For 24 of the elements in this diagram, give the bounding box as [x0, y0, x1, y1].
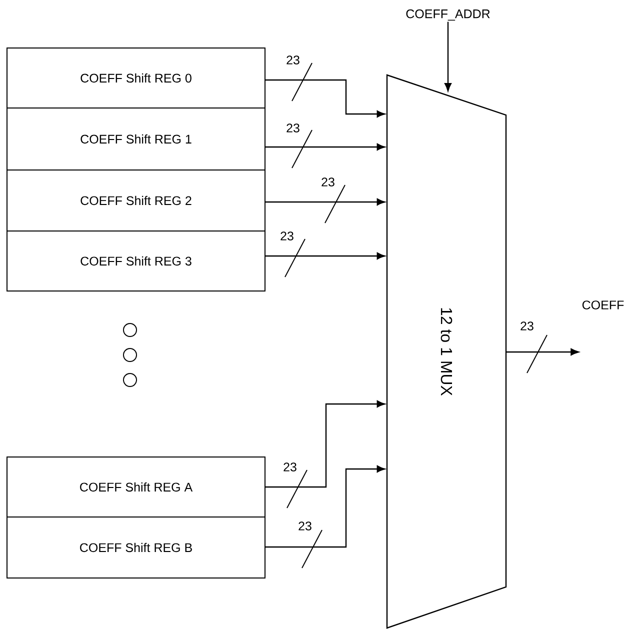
register-box: COEFF Shift REG B	[6, 516, 266, 578]
edge-label: 23	[286, 55, 300, 65]
register-box: COEFF Shift REG 3	[6, 230, 266, 292]
arrow	[266, 198, 386, 206]
edge-label: 23	[320, 177, 336, 187]
arrow	[266, 143, 386, 151]
register-box: COEFF Shift REG 1	[6, 108, 266, 170]
edge-label: 23	[282, 462, 298, 472]
edge-label: 23	[280, 231, 294, 241]
edge-label: 23	[298, 521, 312, 531]
arrow	[266, 79, 386, 118]
arrow	[506, 348, 579, 356]
arrow	[444, 22, 452, 92]
edge-label: 23	[286, 123, 300, 133]
arrow	[266, 465, 386, 548]
edge-label: 23	[520, 321, 534, 331]
signal-name: COEFF	[582, 300, 624, 310]
arrow	[266, 252, 386, 260]
register-box: COEFF Shift REG 2	[6, 170, 266, 232]
signal-name: COEFF_ADDR	[406, 9, 490, 21]
multiplexer-trapezoid: 12 to 1 MUX	[386, 74, 507, 629]
register-box: COEFF Shift REG A	[6, 456, 266, 518]
register-box: COEFF Shift REG 0	[6, 48, 266, 108]
arrow	[266, 400, 386, 488]
